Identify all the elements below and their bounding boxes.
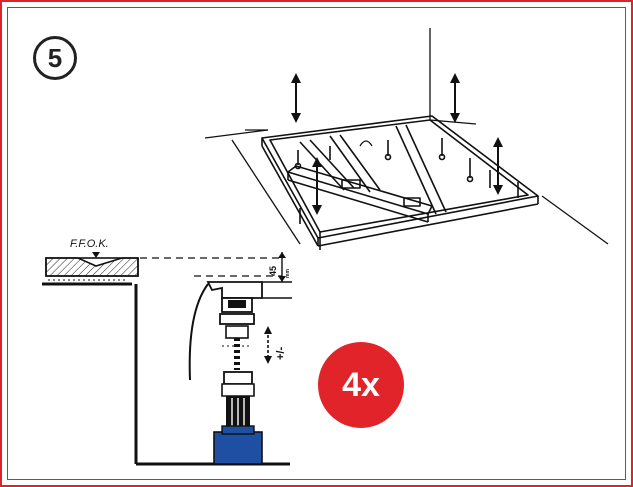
height-unit-label: mm xyxy=(285,269,291,278)
adjust-label: +/- xyxy=(275,347,287,360)
adjustable-foot-base xyxy=(213,431,263,465)
quantity-badge: 4x xyxy=(318,342,404,428)
cross-section-detail xyxy=(42,252,292,466)
height-adjust-arrows xyxy=(291,73,503,215)
floor-level-marker xyxy=(92,252,100,258)
floor-slab xyxy=(45,257,139,277)
height-value-label: 45 xyxy=(268,266,278,276)
inner-frame xyxy=(7,7,626,480)
step-number-badge: 5 xyxy=(33,36,77,80)
frame-perspective xyxy=(204,28,609,250)
floor-level-label: F.F.O.K. xyxy=(70,238,109,250)
